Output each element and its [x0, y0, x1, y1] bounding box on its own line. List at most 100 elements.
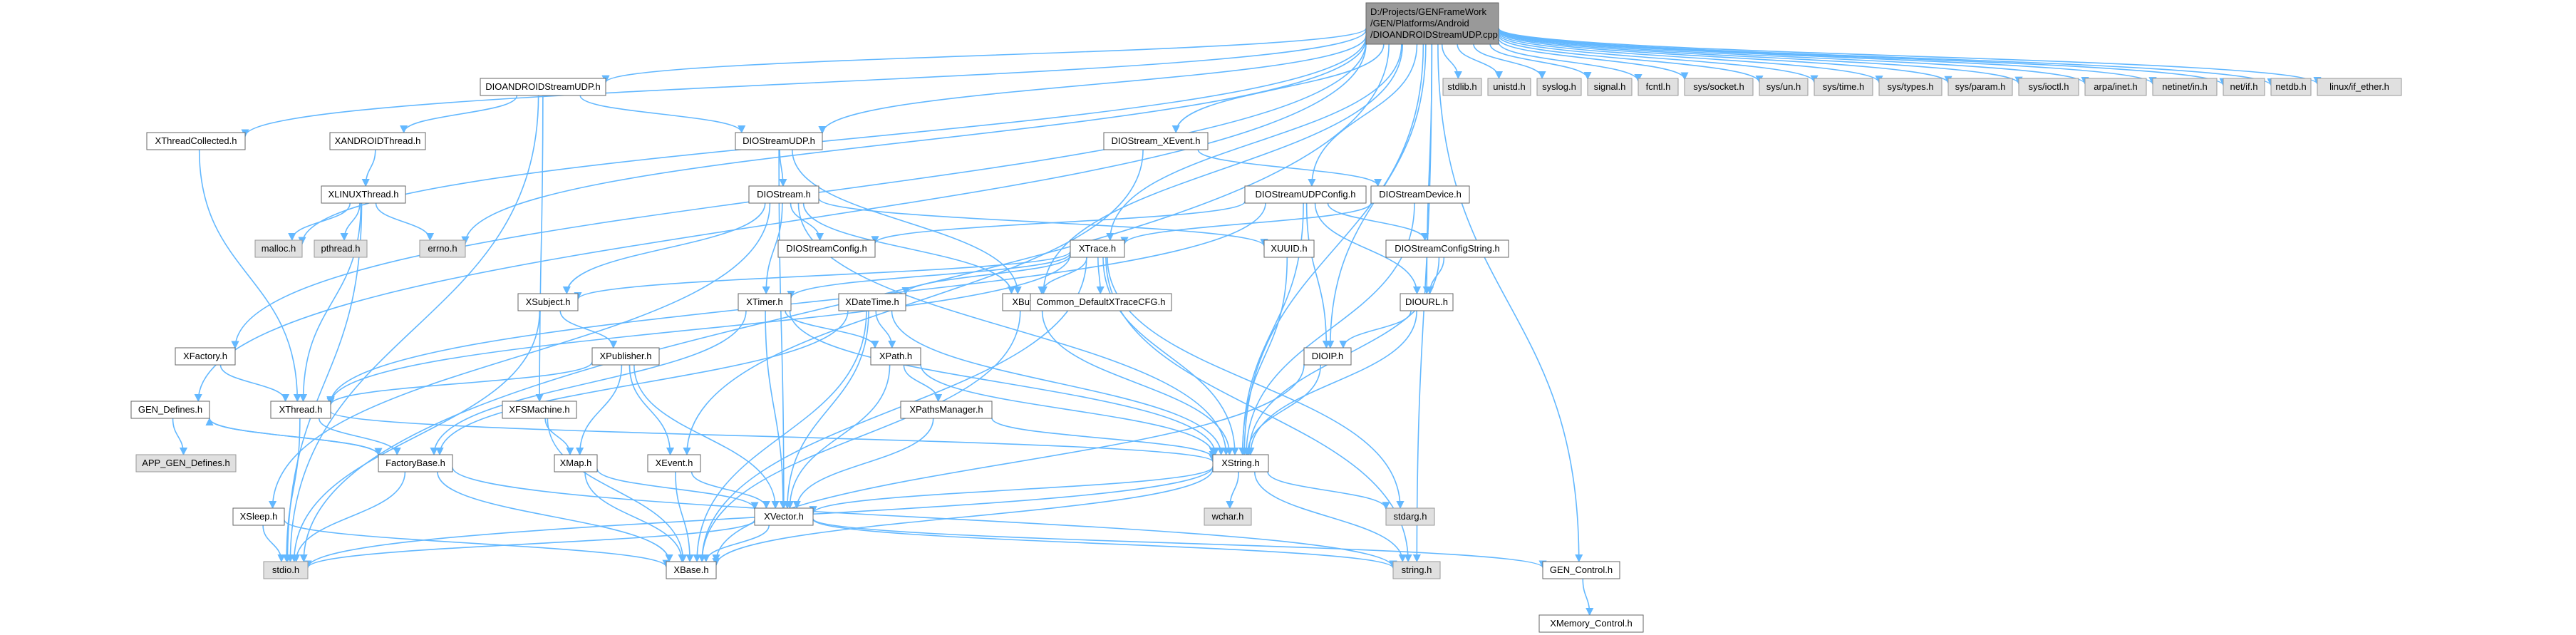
edge-xvector-to-stringh	[812, 518, 1397, 569]
node-xandroidthread[interactable]: XANDROIDThread.h	[329, 132, 426, 150]
node-box-xlinuxthread	[321, 185, 406, 204]
node-signal[interactable]: signal.h	[1587, 78, 1633, 96]
node-box-errno	[419, 239, 466, 258]
edge-root-to-sysioctl	[1498, 30, 2023, 85]
node-xfsmachine[interactable]: XFSMachine.h	[502, 401, 577, 419]
node-xmap[interactable]: XMap.h	[554, 454, 598, 473]
node-netif[interactable]: net/if.h	[2223, 78, 2265, 96]
node-systime[interactable]: sys/time.h	[1814, 78, 1873, 96]
node-malloc[interactable]: malloc.h	[254, 239, 303, 258]
node-box-gencontrol	[1542, 561, 1620, 579]
node-commondefault[interactable]: Common_DefaultXTraceCFG.h	[1030, 293, 1172, 311]
node-xsleep[interactable]: XSleep.h	[232, 507, 285, 526]
edge-xtrace-to-xthread	[326, 254, 1071, 405]
node-diostreamxevent[interactable]: DIOStream_XEvent.h	[1103, 132, 1209, 150]
node-xlinuxthread[interactable]: XLINUXThread.h	[321, 185, 406, 204]
edge-xthread-to-stdio	[282, 418, 301, 563]
node-box-stringh	[1392, 561, 1441, 579]
edge-xdatetime-to-factorybase	[435, 310, 849, 456]
node-diostreamconfigstring[interactable]: DIOStreamConfigString.h	[1385, 239, 1509, 258]
node-syslog[interactable]: syslog.h	[1536, 78, 1582, 96]
node-wchar[interactable]: wchar.h	[1204, 507, 1252, 526]
edge-diostreamudpconfig-to-diostreamconfig	[871, 201, 1246, 244]
node-netinetin[interactable]: netinet/in.h	[2152, 78, 2218, 96]
node-label-xtrace: XTrace.h	[1079, 243, 1116, 254]
node-sysparam[interactable]: sys/param.h	[1947, 78, 2013, 96]
node-stdarg[interactable]: stdarg.h	[1385, 507, 1435, 526]
node-box-pthread	[314, 239, 368, 258]
node-box-xthread	[270, 401, 331, 419]
edge-diostreamudpconfig-to-dioip	[1305, 202, 1330, 349]
node-label-diostreamdevice: DIOStreamDevice.h	[1379, 189, 1462, 200]
node-linuxifether[interactable]: linux/if_ether.h	[2317, 78, 2402, 96]
node-factorybase[interactable]: FactoryBase.h	[378, 454, 453, 473]
node-label-stdarg: stdarg.h	[1394, 511, 1427, 522]
node-label-diostreamconfig: DIOStreamConfig.h	[786, 243, 867, 254]
edge-xfsmachine-to-xmap	[544, 418, 574, 456]
node-fcntl[interactable]: fcntl.h	[1638, 78, 1679, 96]
node-errno[interactable]: errno.h	[419, 239, 466, 258]
node-diostream[interactable]: DIOStream.h	[748, 185, 819, 204]
node-xdatetime[interactable]: XDateTime.h	[838, 293, 906, 311]
node-xmemorycontrol[interactable]: XMemory_Control.h	[1538, 614, 1644, 633]
edge-diostreamudpconfig-to-diostreamconfigstring	[1327, 202, 1429, 242]
node-xvector[interactable]: XVector.h	[754, 507, 814, 526]
edge-root-to-netif	[1498, 28, 2228, 86]
node-xtimer[interactable]: XTimer.h	[738, 293, 792, 311]
node-label-systime: sys/time.h	[1823, 81, 1865, 92]
edge-factorybase-to-gendefines	[205, 417, 379, 455]
edge-xbuffer-to-xstring	[1041, 310, 1233, 456]
node-unistd[interactable]: unistd.h	[1487, 78, 1531, 96]
node-gendefines[interactable]: GEN_Defines.h	[130, 401, 210, 419]
node-systypes[interactable]: sys/types.h	[1878, 78, 1943, 96]
node-sysun[interactable]: sys/un.h	[1759, 78, 1809, 96]
node-label-syssocket: sys/socket.h	[1693, 81, 1744, 92]
node-syssocket[interactable]: sys/socket.h	[1684, 78, 1754, 96]
node-box-xtrace	[1070, 239, 1125, 258]
edge-diourl-to-dioip	[1339, 310, 1412, 349]
node-xpath[interactable]: XPath.h	[870, 347, 921, 366]
node-diourl[interactable]: DIOURL.h	[1400, 293, 1454, 311]
node-sysioctl[interactable]: sys/ioctl.h	[2018, 78, 2079, 96]
node-pthread[interactable]: pthread.h	[314, 239, 368, 258]
node-xthreadcollected[interactable]: XThreadCollected.h	[146, 132, 246, 150]
node-stdio[interactable]: stdio.h	[263, 561, 309, 579]
node-xuuid[interactable]: XUUID.h	[1263, 239, 1315, 258]
node-diostreamudpconfig[interactable]: DIOStreamUDPConfig.h	[1244, 185, 1367, 204]
node-xbase[interactable]: XBase.h	[666, 561, 717, 579]
node-label-dioip: DIOIP.h	[1312, 351, 1344, 361]
node-root[interactable]: D:/Projects/GENFrameWork/GEN/Platforms/A…	[1365, 2, 1499, 45]
node-diostreamudp[interactable]: DIOStreamUDP.h	[735, 132, 823, 150]
node-dioip[interactable]: DIOIP.h	[1303, 347, 1352, 366]
node-label-netdb: netdb.h	[2275, 81, 2306, 92]
node-diostreamconfig[interactable]: DIOStreamConfig.h	[777, 239, 876, 258]
node-xfactory[interactable]: XFactory.h	[175, 347, 236, 366]
node-box-xdatetime	[838, 293, 906, 311]
node-stringh[interactable]: string.h	[1392, 561, 1441, 579]
node-box-signal	[1587, 78, 1633, 96]
node-box-xsubject	[517, 293, 579, 311]
edge-xtrace-to-stringh	[1105, 257, 1412, 563]
edge-xthread-to-factorybase	[318, 418, 401, 456]
edge-dioandroidstreamudp-to-xandroidthread	[400, 95, 518, 134]
node-xsubject[interactable]: XSubject.h	[517, 293, 579, 311]
node-xstring[interactable]: XString.h	[1212, 454, 1269, 473]
edge-xstring-to-xbase	[712, 468, 1214, 567]
node-diostreamdevice[interactable]: DIOStreamDevice.h	[1370, 185, 1470, 204]
node-stdlib[interactable]: stdlib.h	[1442, 78, 1482, 96]
node-xtrace[interactable]: XTrace.h	[1070, 239, 1125, 258]
node-xpublisher[interactable]: XPublisher.h	[591, 347, 660, 366]
node-appgendefines[interactable]: APP_GEN_Defines.h	[135, 454, 237, 473]
node-xpathsmanager[interactable]: XPathsManager.h	[900, 401, 993, 419]
edge-root-to-xbuffer	[1039, 43, 1404, 295]
edge-xfsmachine-to-xbase	[547, 418, 688, 563]
node-xthread[interactable]: XThread.h	[270, 401, 331, 419]
node-label-xandroidthread: XANDROIDThread.h	[335, 135, 421, 146]
node-dioandroidstreamudp[interactable]: DIOANDROIDStreamUDP.h	[480, 78, 606, 96]
node-xevent[interactable]: XEvent.h	[647, 454, 701, 473]
node-box-malloc	[254, 239, 303, 258]
node-netdb[interactable]: netdb.h	[2270, 78, 2312, 96]
edge-diostreamudp-to-xvector	[778, 149, 788, 510]
node-gencontrol[interactable]: GEN_Control.h	[1542, 561, 1620, 579]
node-arpainet[interactable]: arpa/inet.h	[2084, 78, 2147, 96]
